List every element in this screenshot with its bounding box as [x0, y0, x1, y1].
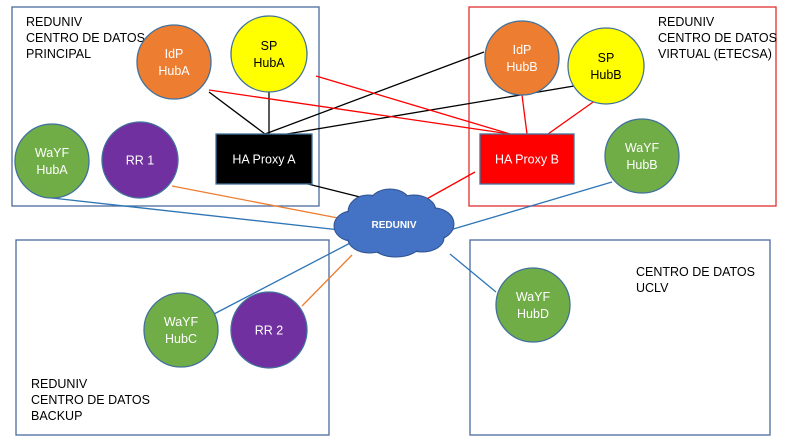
- node-idp-hubb: IdP HubB: [484, 20, 560, 96]
- node-rr2-label: RR 2: [255, 324, 284, 338]
- node-wayf-hubb-circle: [604, 118, 680, 194]
- node-sp-huba-label: HubA: [253, 56, 285, 70]
- link-sp-hubb-to-ha-proxy-b: [547, 99, 597, 135]
- node-wayf-huba-label: HubA: [36, 163, 68, 177]
- node-wayf-hubb: WaYF HubB: [604, 118, 680, 194]
- region-uclv-label-line: CENTRO DE DATOS: [636, 265, 755, 279]
- node-sp-hubb: SP HubB: [567, 27, 645, 105]
- node-sp-huba-circle: [230, 15, 308, 93]
- link-wayf-hubc-to-cloud: [213, 239, 357, 315]
- link-wayf-huba-to-cloud: [51, 197, 341, 231]
- region-virtual-border: [468, 6, 777, 207]
- node-wayf-hubc: WaYF HubC: [143, 292, 219, 368]
- link-wayf-hubd-to-cloud: [449, 253, 497, 293]
- node-sp-huba-label: SP: [261, 39, 278, 53]
- node-idp-hubb-label: HubB: [506, 60, 537, 74]
- node-rr2-circle: [230, 291, 308, 369]
- node-wayf-hubd-circle: [495, 267, 571, 343]
- region-virtual-label-line: CENTRO DE DATOS: [658, 31, 777, 45]
- reduniv-cloud: REDUNIV: [333, 188, 455, 258]
- node-wayf-hubb-label: HubB: [626, 158, 657, 172]
- region-virtual-label-line: REDUNIV: [658, 15, 715, 29]
- region-backup-label-line: CENTRO DE DATOS: [31, 393, 150, 407]
- link-rr2-to-cloud: [301, 254, 353, 307]
- link-idp-huba-to-ha-proxy-b: [208, 89, 511, 135]
- region-virtual-label-line: VIRTUAL (ETECSA): [658, 47, 772, 61]
- links-layer: [51, 51, 613, 315]
- link-idp-huba-to-ha-proxy-a: [208, 91, 266, 135]
- node-wayf-huba: WaYF HubA: [14, 123, 90, 199]
- node-rr1-label: RR 1: [126, 154, 155, 168]
- node-sp-hubb-label: HubB: [590, 68, 621, 82]
- region-principal-label-line: PRINCIPAL: [26, 47, 91, 61]
- node-wayf-huba-label: WaYF: [35, 146, 70, 160]
- node-idp-huba-label: HubA: [158, 64, 190, 78]
- node-sp-huba: SP HubA: [230, 15, 308, 93]
- node-wayf-hubd-label: WaYF: [516, 290, 551, 304]
- node-idp-huba: IdP HubA: [136, 24, 212, 100]
- node-wayf-hubd-label: HubD: [517, 307, 549, 321]
- node-rr1: RR 1: [101, 121, 179, 199]
- node-idp-huba-circle: [136, 24, 212, 100]
- ha-proxy-b-box: [479, 133, 575, 185]
- link-sp-huba-to-ha-proxy-b: [315, 75, 511, 135]
- node-wayf-hubc-label: HubC: [165, 332, 197, 346]
- cloud-label: REDUNIV: [371, 220, 416, 231]
- regions-layer: REDUNIV CENTRO DE DATOS PRINCIPAL REDUNIV CE…: [11, 6, 777, 436]
- node-idp-hubb-label: IdP: [513, 43, 532, 57]
- node-rr1-circle: [101, 121, 179, 199]
- region-backup-label-line: REDUNIV: [31, 377, 88, 391]
- region-backup-label-line: BACKUP: [31, 409, 82, 423]
- region-principal-label-line: REDUNIV: [26, 15, 83, 29]
- node-wayf-hubc-circle: [143, 292, 219, 368]
- ha-proxy-b: HA Proxy B: [479, 133, 575, 185]
- region-uclv-border: [469, 239, 771, 436]
- region-uclv-label-line: UCLV: [636, 281, 669, 295]
- node-idp-huba-label: IdP: [165, 47, 184, 61]
- node-rr2: RR 2: [230, 291, 308, 369]
- ha-proxy-b-label: HA Proxy B: [495, 153, 559, 167]
- link-idp-hubb-to-ha-proxy-b: [521, 94, 528, 135]
- ha-proxy-a: HA Proxy A: [215, 133, 313, 185]
- node-wayf-hubb-label: WaYF: [625, 141, 660, 155]
- link-rr1-to-cloud: [171, 185, 339, 219]
- ha-proxy-a-box: [215, 133, 313, 185]
- region-backup-border: [15, 239, 330, 436]
- node-wayf-hubd: WaYF HubD: [495, 267, 571, 343]
- node-wayf-hubc-label: WaYF: [164, 315, 199, 329]
- node-idp-hubb-circle: [484, 20, 560, 96]
- node-sp-hubb-circle: [567, 27, 645, 105]
- link-wayf-hubb-to-cloud: [449, 181, 613, 231]
- ha-proxy-a-label: HA Proxy A: [232, 153, 296, 167]
- cloud-layer: REDUNIV: [333, 188, 455, 258]
- node-sp-hubb-label: SP: [598, 51, 615, 65]
- region-principal-label-line: CENTRO DE DATOS: [26, 31, 145, 45]
- node-wayf-huba-circle: [14, 123, 90, 199]
